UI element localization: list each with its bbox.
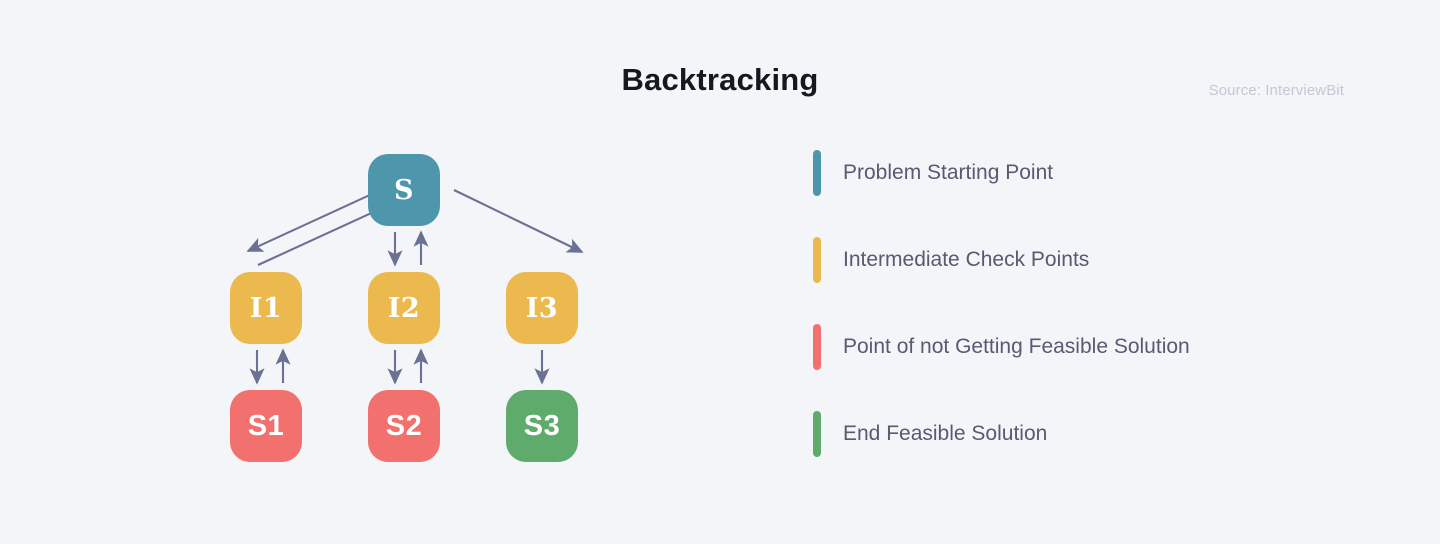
- source-attribution: Source: InterviewBit: [1208, 82, 1344, 99]
- arrow-layer: [246, 187, 584, 385]
- legend-swatch-infeasible: [813, 324, 821, 370]
- legend-item-intermediate: Intermediate Check Points: [813, 237, 1373, 283]
- node-s[interactable]: S: [368, 154, 440, 226]
- legend-label-feasible: End Feasible Solution: [843, 422, 1048, 445]
- edge-s-to-i3: [453, 189, 584, 253]
- backtracking-diagram: S I1 I2 I3 S1 S2 S3: [200, 130, 630, 490]
- node-s2[interactable]: S2: [368, 390, 440, 462]
- page-title: Backtracking: [621, 62, 819, 97]
- legend-item-feasible: End Feasible Solution: [813, 411, 1373, 457]
- edge-s-to-i1: [246, 187, 386, 252]
- legend-item-start: Problem Starting Point: [813, 150, 1373, 196]
- legend-swatch-feasible: [813, 411, 821, 457]
- legend-label-infeasible: Point of not Getting Feasible Solution: [843, 335, 1190, 358]
- legend-label-intermediate: Intermediate Check Points: [843, 248, 1090, 271]
- legend-item-infeasible: Point of not Getting Feasible Solution: [813, 324, 1373, 370]
- node-i1[interactable]: I1: [230, 272, 302, 344]
- legend: Problem Starting Point Intermediate Chec…: [813, 150, 1373, 498]
- node-s3[interactable]: S3: [506, 390, 578, 462]
- node-i3[interactable]: I3: [506, 272, 578, 344]
- node-i2[interactable]: I2: [368, 272, 440, 344]
- legend-label-start: Problem Starting Point: [843, 161, 1054, 184]
- legend-swatch-intermediate: [813, 237, 821, 283]
- node-s1[interactable]: S1: [230, 390, 302, 462]
- legend-swatch-start: [813, 150, 821, 196]
